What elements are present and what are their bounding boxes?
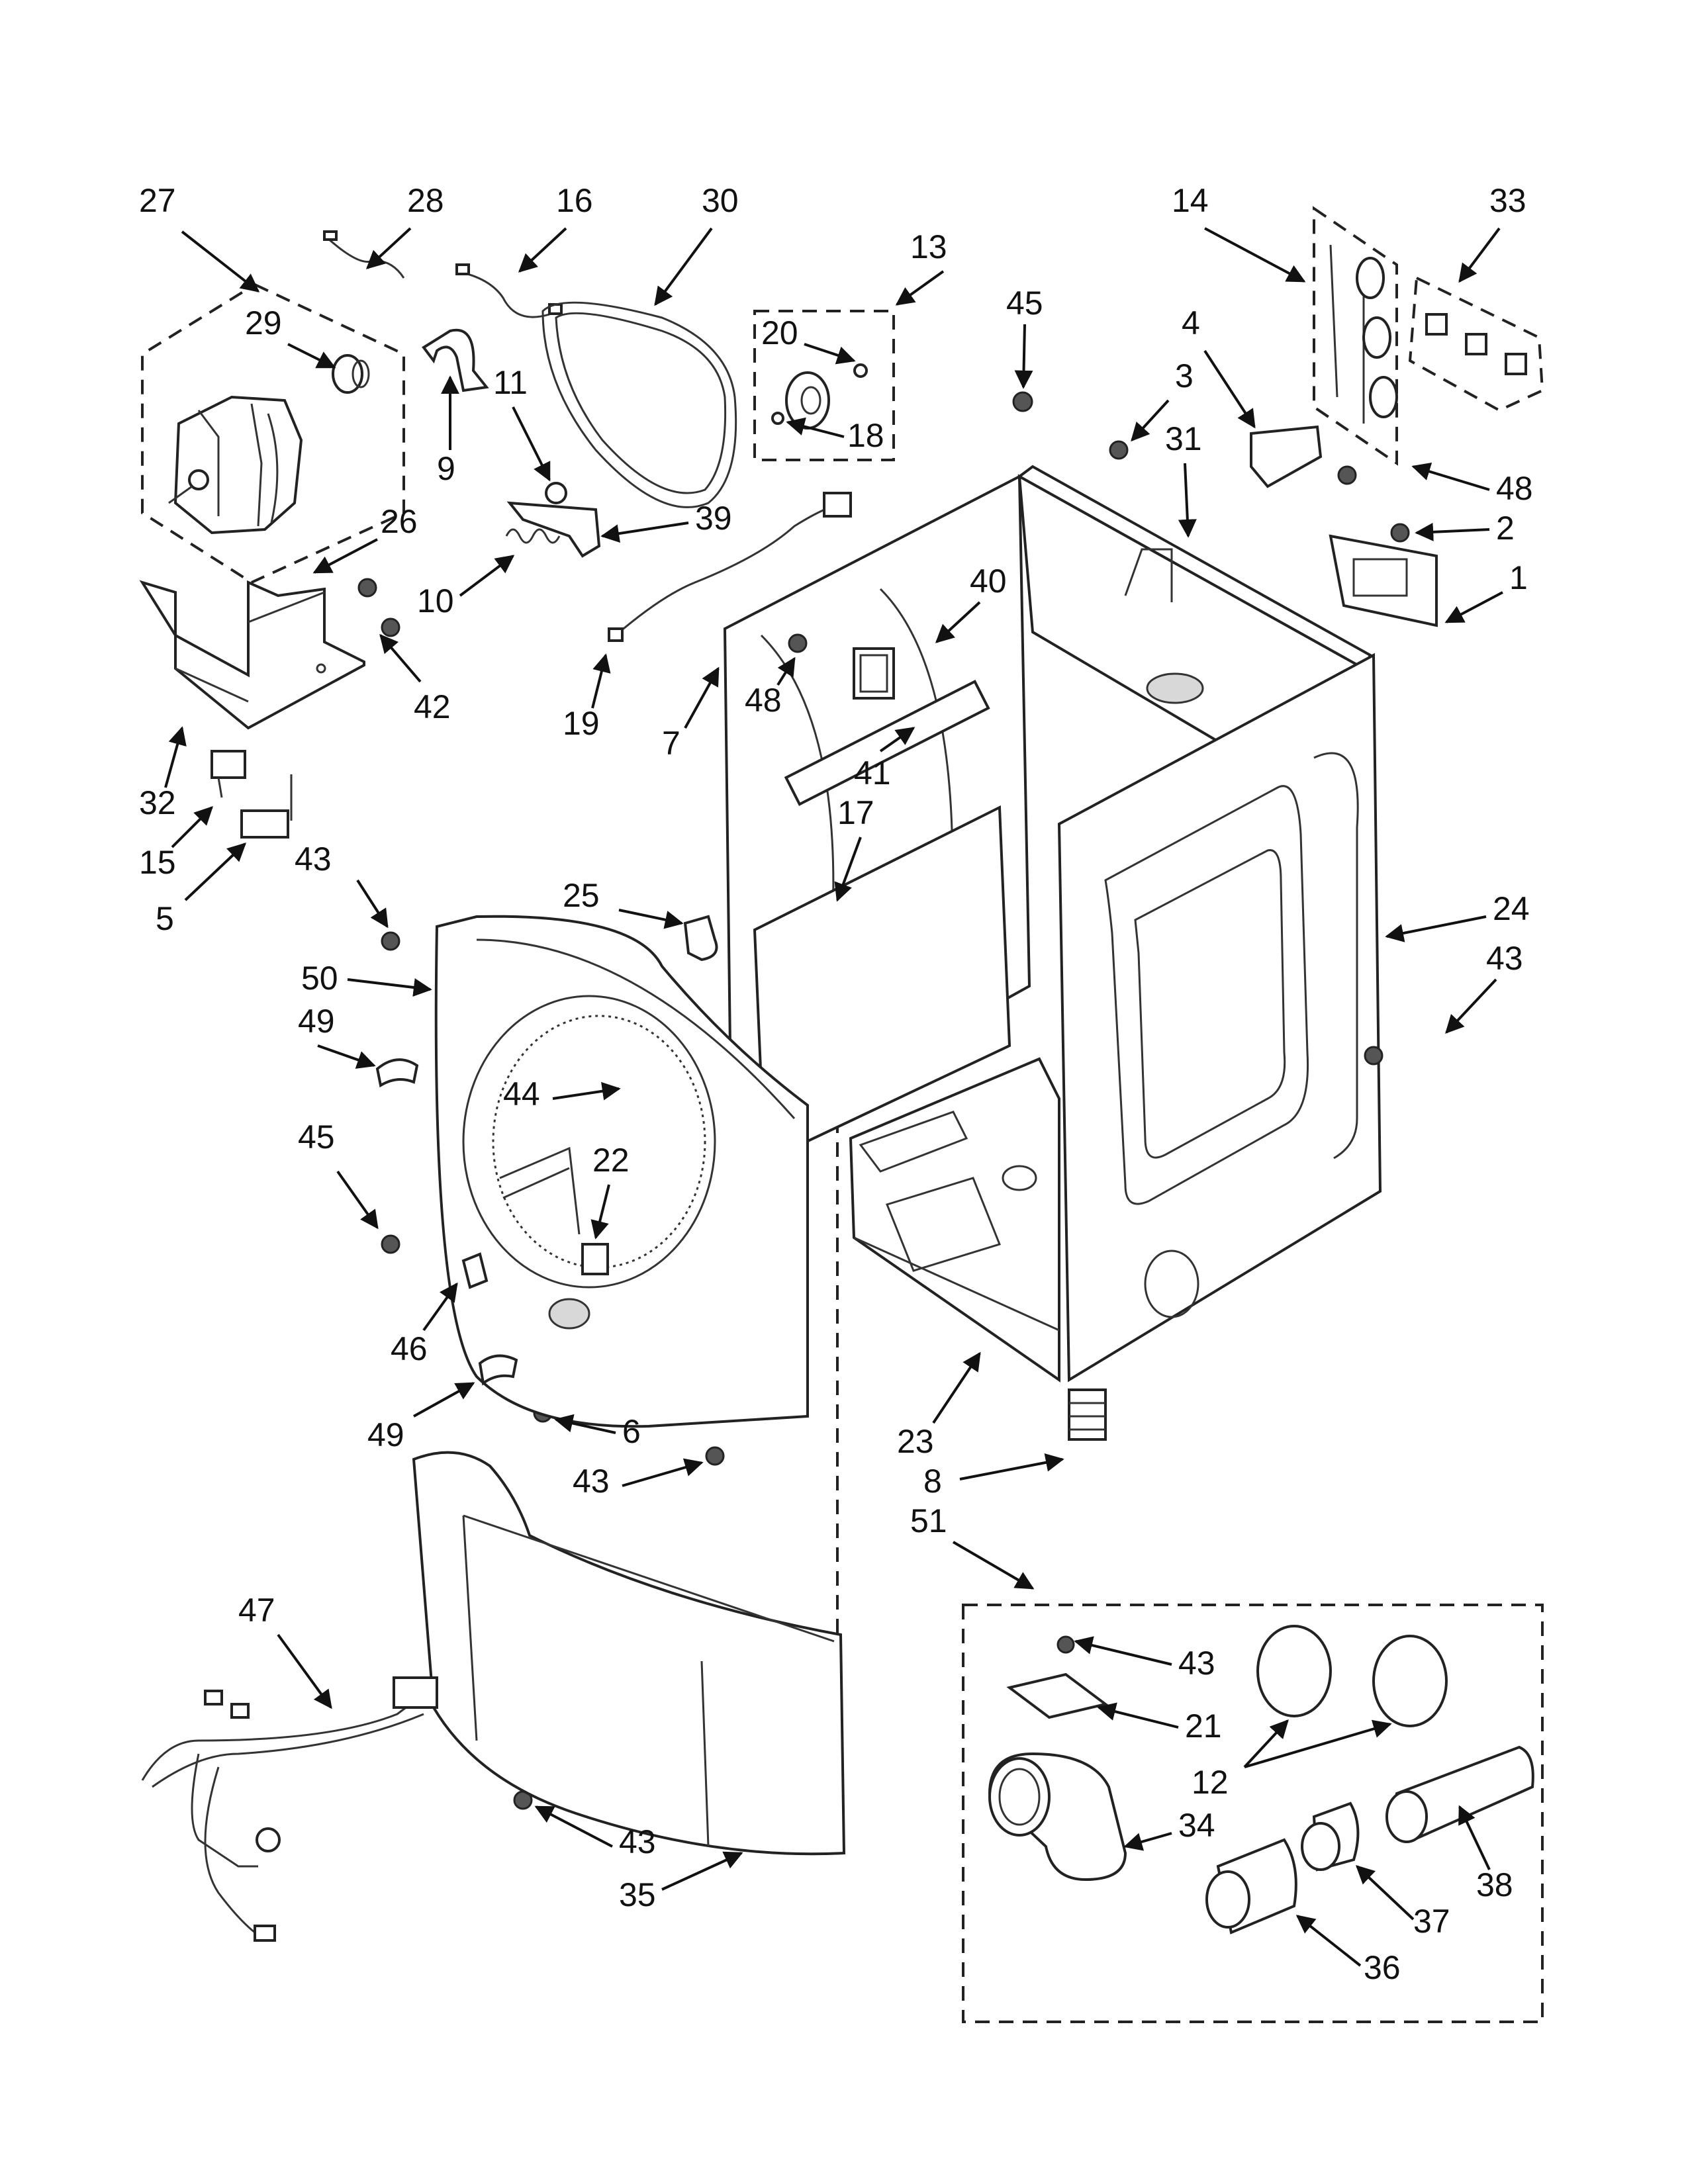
callout-49-a: 49 [298,1003,335,1040]
callout-3: 3 [1175,357,1194,394]
front-panel [434,915,809,1428]
callout-6: 6 [622,1413,641,1450]
vent-kit-group-box [962,1604,1544,2023]
vent-kit-parts [988,1625,1534,1934]
callout-1: 1 [1509,559,1528,596]
callout-23: 23 [897,1423,934,1460]
callout-50: 50 [301,960,338,997]
callout-30: 30 [702,182,739,219]
callout-31: 31 [1165,420,1202,457]
callout-21: 21 [1185,1707,1222,1745]
callout-49-b: 49 [367,1416,404,1453]
callout-38: 38 [1476,1866,1513,1903]
motor-mount-bracket [139,580,365,730]
belt-idler-spring [505,528,561,544]
leveling-leg [1068,1388,1107,1441]
connector-kit-parts [1425,313,1527,375]
door-hinge-clips [375,1058,518,1386]
callout-45: 45 [1006,285,1043,322]
callout-35: 35 [619,1876,656,1913]
callout-22: 22 [592,1142,630,1179]
callout-12: 12 [1192,1764,1229,1801]
callout-24: 24 [1493,890,1530,927]
callout-36: 36 [1364,1949,1401,1986]
callout-2: 2 [1496,510,1515,547]
callout-44: 44 [503,1075,540,1113]
callout-42: 42 [414,688,451,725]
cabinet-base [849,1057,1060,1383]
gas-valve-igniter [853,647,895,700]
toe-panel [412,1451,846,1856]
callout-10: 10 [417,582,454,619]
callout-26: 26 [381,503,418,540]
motor-spring-clip [332,354,370,394]
callout-18: 18 [847,417,884,454]
motor-switch [211,750,293,839]
main-wire-harness [141,1676,438,1942]
callout-48-top: 48 [1496,470,1533,507]
callout-14: 14 [1172,182,1209,219]
access-panel-cover [784,680,990,806]
callout-17: 17 [837,794,874,831]
callout-46: 46 [391,1330,428,1367]
callout-13: 13 [910,228,947,265]
hinge-bracket-small [1250,425,1323,488]
callout-16: 16 [556,182,593,219]
callout-25: 25 [563,877,600,914]
pulley-group-box [753,310,895,461]
callout-5: 5 [156,900,174,937]
idler-bracket [506,482,601,558]
cabinet-side-panel [1057,653,1382,1383]
callout-28: 28 [407,182,444,219]
callout-43-a: 43 [295,841,332,878]
callout-11: 11 [493,364,528,401]
callout-19: 19 [563,705,600,742]
callout-27: 27 [139,182,176,219]
callout-43-b: 43 [1486,940,1523,977]
callout-32: 32 [139,784,176,821]
callout-20: 20 [761,314,798,351]
drive-motor [168,395,303,535]
callout-43-e: 43 [619,1823,656,1860]
wire-harness-small [323,230,563,318]
callout-34: 34 [1178,1807,1215,1844]
cabinet-harness [608,492,852,642]
callout-15: 15 [139,844,176,881]
motor-clamp [422,328,489,392]
callout-7: 7 [662,725,680,762]
callout-29: 29 [245,304,282,341]
door-latch [581,1243,609,1275]
motor-assembly-group-box [141,283,405,584]
callout-8: 8 [923,1463,942,1500]
door-strike [683,915,718,962]
callout-labels: 27 28 16 30 13 14 33 29 20 18 45 4 3 31 … [139,182,1533,1986]
callout-48-mid: 48 [745,682,782,719]
callout-51: 51 [910,1502,947,1539]
callout-43-d: 43 [1178,1645,1215,1682]
callout-4: 4 [1182,304,1200,341]
callout-33: 33 [1489,182,1526,219]
callout-39: 39 [695,500,732,537]
igniter-kit-parts [1329,244,1398,424]
callout-45-b: 45 [298,1118,335,1156]
terminal-block [1329,534,1438,627]
callout-41: 41 [854,754,891,792]
callout-37: 37 [1413,1903,1450,1940]
callout-40: 40 [970,563,1007,600]
callout-47: 47 [238,1592,275,1629]
callout-43-c: 43 [573,1463,610,1500]
drive-belt [541,301,737,508]
igniter-kit-group-box [1313,206,1398,466]
callout-9: 9 [437,450,455,487]
